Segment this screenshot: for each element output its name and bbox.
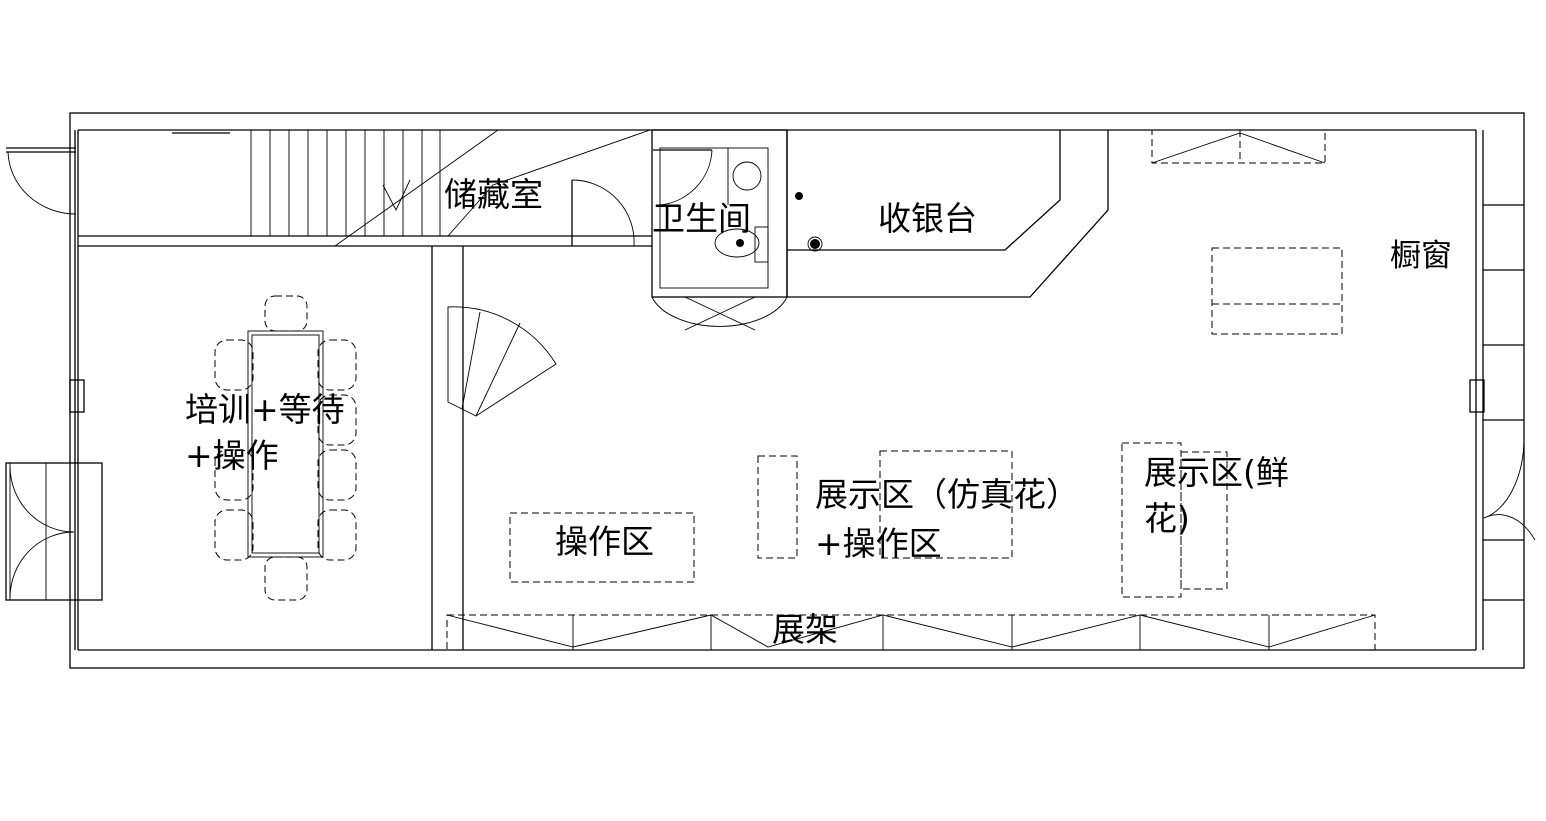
fake-flower-display-table (879, 450, 1013, 559)
label-training-line1: 培训+等待 (185, 390, 345, 429)
spiral-staircase (447, 306, 557, 417)
label-fresh-flower-display-line2: 花) (1144, 499, 1190, 538)
display-table (1211, 247, 1343, 335)
meeting-table (214, 295, 357, 601)
fresh-flower-display-table (1180, 451, 1228, 590)
narrow-display-stand (757, 455, 798, 559)
cashier-counter (786, 130, 1109, 298)
label-work-area: 操作区 (555, 522, 654, 561)
label-fresh-flower-display-line1: 展示区(鲜 (1144, 453, 1289, 492)
top-display-rack (1151, 129, 1326, 164)
label-restroom: 卫生间 (652, 199, 751, 238)
staircase (250, 130, 441, 236)
left-door-top (6, 147, 77, 215)
shop-window-frame (1469, 204, 1536, 601)
label-storage: 储藏室 (444, 175, 543, 214)
label-training-line2: +操作 (185, 436, 279, 475)
label-shelf: 展架 (772, 610, 838, 649)
work-area-table (509, 512, 695, 583)
left-double-door (5, 462, 103, 601)
label-fake-flower-display-line2: +操作区 (815, 524, 942, 563)
label-shop-window: 橱窗 (1390, 238, 1452, 274)
label-fake-flower-display-line1: 展示区（仿真花） (815, 475, 1079, 514)
bottom-shelf (446, 614, 1376, 651)
label-cashier: 收银台 (878, 199, 977, 238)
restroom (651, 129, 788, 331)
